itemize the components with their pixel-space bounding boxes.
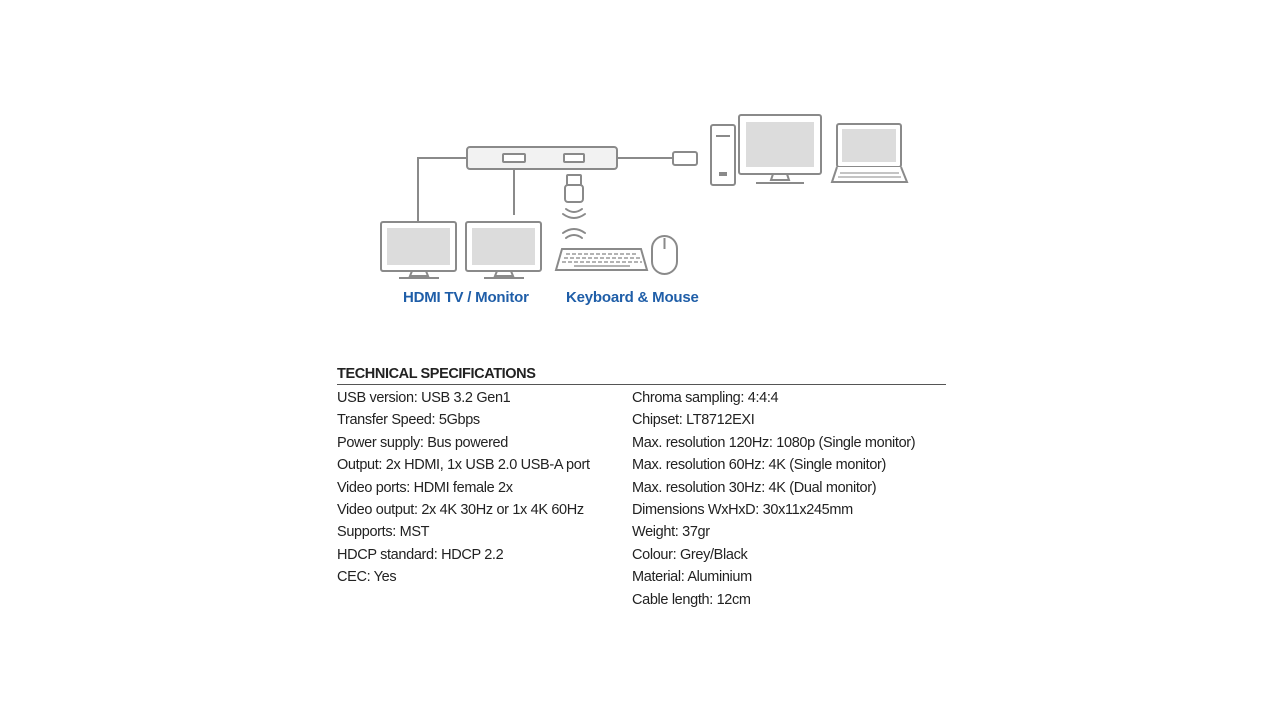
spec-output: Output: 2x HDMI, 1x USB 2.0 USB-A port (337, 457, 590, 474)
spec-chipset: Chipset: LT8712EXI (632, 412, 755, 429)
spec-power-supply: Power supply: Bus powered (337, 434, 508, 451)
keyboard-icon (554, 248, 649, 271)
spec-cec: CEC: Yes (337, 569, 397, 586)
technical-specifications: TECHNICAL SPECIFICATIONS USB version: US… (337, 364, 946, 611)
spec-hdcp-standard: HDCP standard: HDCP 2.2 (337, 546, 504, 563)
spec-material: Material: Aluminium (632, 569, 752, 586)
spec-video-ports: Video ports: HDMI female 2x (337, 479, 513, 496)
specs-left-column: USB version: USB 3.2 Gen1 Transfer Speed… (337, 387, 632, 611)
usb-dongle-icon (564, 174, 584, 203)
spec-supports: Supports: MST (337, 524, 430, 541)
mouse-icon (651, 235, 678, 275)
spec-colour: Colour: Grey/Black (632, 546, 748, 563)
spec-max-res-30hz: Max. resolution 30Hz: 4K (Dual monitor) (632, 479, 877, 496)
spec-max-res-120hz: Max. resolution 120Hz: 1080p (Single mon… (632, 434, 916, 451)
spec-transfer-speed: Transfer Speed: 5Gbps (337, 412, 480, 429)
specs-title: TECHNICAL SPECIFICATIONS (337, 364, 946, 385)
hdmi-monitor-label: HDMI TV / Monitor (403, 289, 529, 306)
spec-cable-length: Cable length: 12cm (632, 591, 751, 608)
spec-chroma-sampling: Chroma sampling: 4:4:4 (632, 390, 779, 406)
wireless-signal-icon (562, 208, 586, 239)
desktop-monitor-icon (738, 114, 822, 184)
specs-columns: USB version: USB 3.2 Gen1 Transfer Speed… (337, 387, 946, 611)
spec-max-res-60hz: Max. resolution 60Hz: 4K (Single monitor… (632, 457, 887, 474)
usb-hub-icon (466, 146, 618, 170)
usb-c-plug-icon (672, 151, 698, 166)
spec-weight: Weight: 37gr (632, 524, 710, 541)
laptop-icon (830, 123, 909, 183)
specs-right-column: Chroma sampling: 4:4:4 Chipset: LT8712EX… (632, 387, 946, 611)
spec-video-output: Video output: 2x 4K 30Hz or 1x 4K 60Hz (337, 501, 584, 518)
hdmi-monitor-left-icon (380, 221, 457, 279)
connection-diagram (380, 114, 909, 279)
spec-usb-version: USB version: USB 3.2 Gen1 (337, 390, 511, 406)
spec-dimensions: Dimensions WxHxD: 30x11x245mm (632, 501, 853, 518)
keyboard-mouse-label: Keyboard & Mouse (566, 289, 699, 306)
cable-hdmi-left (417, 157, 467, 222)
desktop-tower-icon (710, 124, 736, 186)
hdmi-monitor-right-icon (465, 221, 542, 279)
